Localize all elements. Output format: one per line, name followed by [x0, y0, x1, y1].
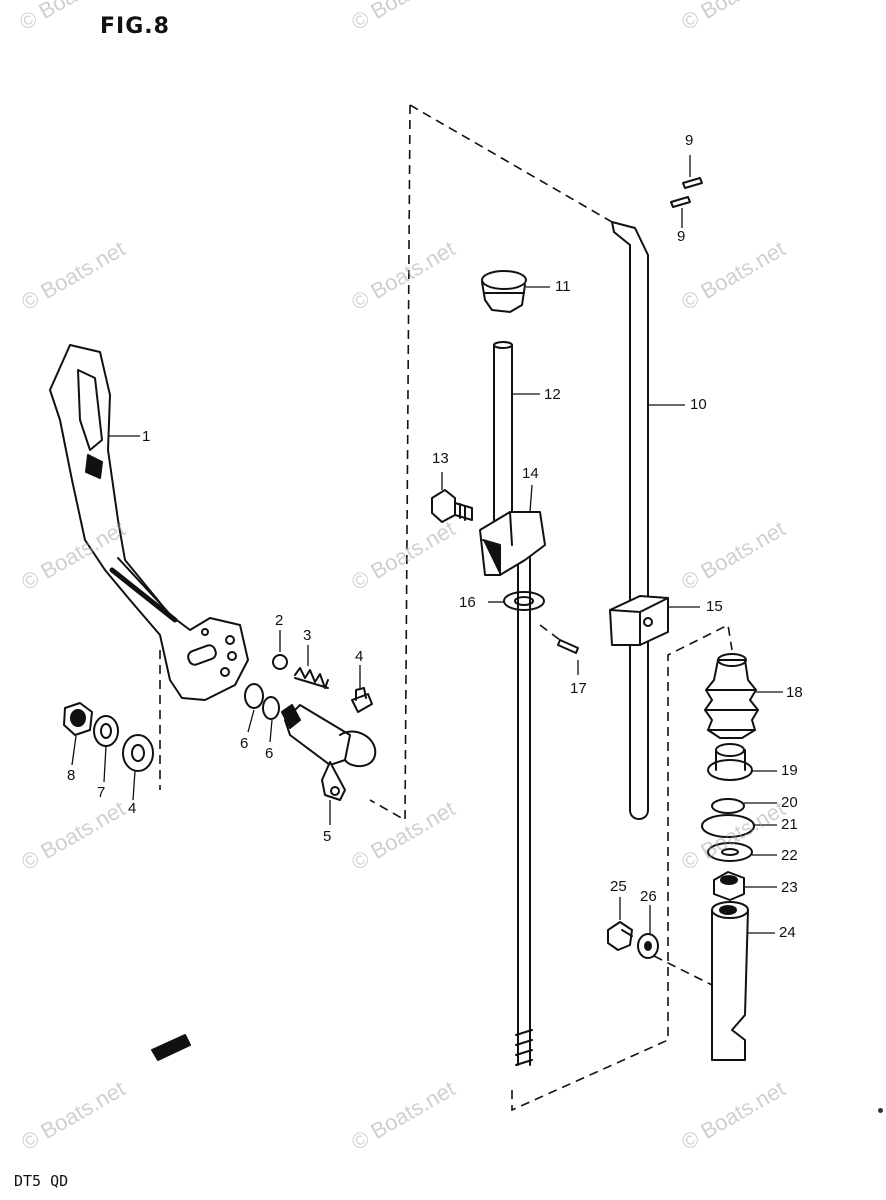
clamp-part-15	[609, 595, 669, 646]
part-label: 9	[685, 132, 694, 149]
part-label: 9	[677, 228, 686, 245]
part-label: 18	[786, 684, 803, 701]
part-label: 1	[142, 428, 151, 445]
o-ring-part-6-b	[262, 696, 280, 720]
leader-lines	[71, 155, 783, 934]
direction-arrow-logo	[151, 1034, 191, 1061]
part-label: 3	[303, 627, 312, 644]
speck	[878, 1108, 883, 1113]
part-label: 22	[781, 847, 798, 864]
part-label: 21	[781, 816, 798, 833]
nut-part-23	[713, 871, 745, 901]
bush-part-19	[707, 743, 753, 781]
assembly-lines	[159, 104, 733, 1112]
connector-part-24	[711, 901, 749, 1061]
nut-part-8	[63, 702, 93, 736]
part-label: 5	[323, 828, 332, 845]
washer-part-22	[707, 842, 753, 862]
washer-part-4	[122, 734, 154, 772]
washer-part-16	[503, 591, 545, 611]
shift-shaft-part-5	[281, 704, 377, 801]
part-label: 10	[690, 396, 707, 413]
part-label: 25	[610, 878, 627, 895]
grommet-part-11	[481, 270, 527, 313]
grease-nipple-part-4	[351, 687, 373, 713]
shift-lever-part-1	[49, 344, 249, 701]
part-label: 16	[459, 594, 476, 611]
shift-rod-part-10	[611, 221, 649, 820]
part-label: 24	[779, 924, 796, 941]
bolt-part-25	[607, 921, 633, 951]
part-label: 12	[544, 386, 561, 403]
o-ring-part-6-a	[244, 683, 264, 709]
part-label: 19	[781, 762, 798, 779]
part-label: 23	[781, 879, 798, 896]
spring-part-3	[294, 667, 329, 689]
part-label: 17	[570, 680, 587, 697]
pin-part-9-b	[670, 196, 691, 208]
part-label: 26	[640, 888, 657, 905]
part-label: 13	[432, 450, 449, 467]
shift-rod-part-12	[493, 341, 533, 1066]
part-label: 11	[555, 278, 571, 295]
lock-washer-part-7	[93, 715, 119, 747]
washer-part-21	[701, 814, 755, 838]
part-label: 14	[522, 465, 539, 482]
part-label: 20	[781, 794, 798, 811]
pin-part-17	[557, 639, 579, 654]
ball-part-2	[272, 654, 288, 670]
part-label: 4	[128, 800, 137, 817]
part-label: 2	[275, 612, 284, 629]
part-label: 4	[355, 648, 364, 665]
part-label: 6	[240, 735, 249, 752]
model-code: DT5 QD	[14, 1172, 69, 1190]
pin-part-9-a	[682, 177, 703, 189]
figure-title: FIG.8	[100, 14, 170, 39]
o-ring-part-20	[711, 798, 745, 814]
washer-part-26	[637, 933, 659, 959]
bolt-part-13	[431, 489, 473, 523]
part-label: 7	[97, 784, 106, 801]
clamp-part-14	[479, 511, 546, 576]
boot-part-18	[704, 653, 759, 739]
part-label: 15	[706, 598, 723, 615]
part-label: 8	[67, 767, 76, 784]
part-label: 6	[265, 745, 274, 762]
